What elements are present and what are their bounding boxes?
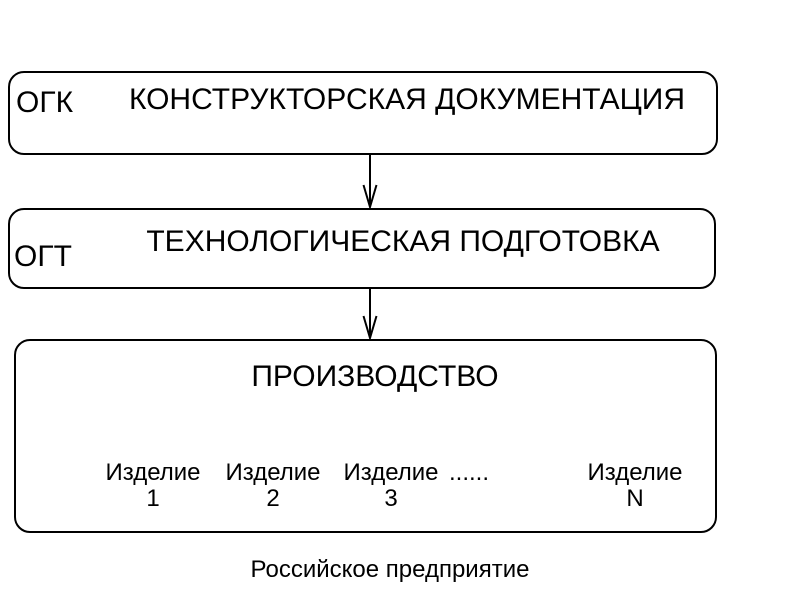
product-item-2: Изделие 2 [223, 460, 323, 512]
product-item-number: 3 [384, 485, 398, 512]
production-title: ПРОИЗВОДСТВО [251, 360, 499, 393]
down-arrow-icon [362, 289, 378, 340]
diagram-caption: Российское предприятие [250, 556, 530, 583]
tech-preparation-title: ТЕХНОЛОГИЧЕСКАЯ ПОДГОТОВКА [146, 225, 660, 258]
production-box: ПРОИЗВОДСТВО Изделие 1 Изделие 2 Изделие… [14, 339, 717, 533]
down-arrow-icon [362, 155, 378, 209]
design-documentation-title: КОНСТРУКТОРСКАЯ ДОКУМЕНТАЦИЯ [128, 83, 686, 116]
product-item-number: 1 [146, 485, 160, 512]
items-ellipsis: ...... [449, 459, 490, 486]
product-item-3: Изделие 3 [341, 460, 441, 512]
tech-preparation-box: ОГТ ТЕХНОЛОГИЧЕСКАЯ ПОДГОТОВКА [8, 208, 716, 289]
ogt-label: ОГТ [14, 240, 72, 273]
design-documentation-box: ОГК КОНСТРУКТОРСКАЯ ДОКУМЕНТАЦИЯ [8, 71, 718, 155]
product-item-name: Изделие [587, 459, 683, 486]
ogk-label: ОГК [16, 86, 74, 119]
product-item-name: Изделие [225, 459, 321, 486]
product-item-number: N [626, 485, 644, 512]
product-item-number: 2 [266, 485, 280, 512]
product-item-name: Изделие [343, 459, 439, 486]
product-item-name: Изделие [105, 459, 201, 486]
product-item-n: Изделие N [585, 460, 685, 512]
product-item-1: Изделие 1 [103, 460, 203, 512]
